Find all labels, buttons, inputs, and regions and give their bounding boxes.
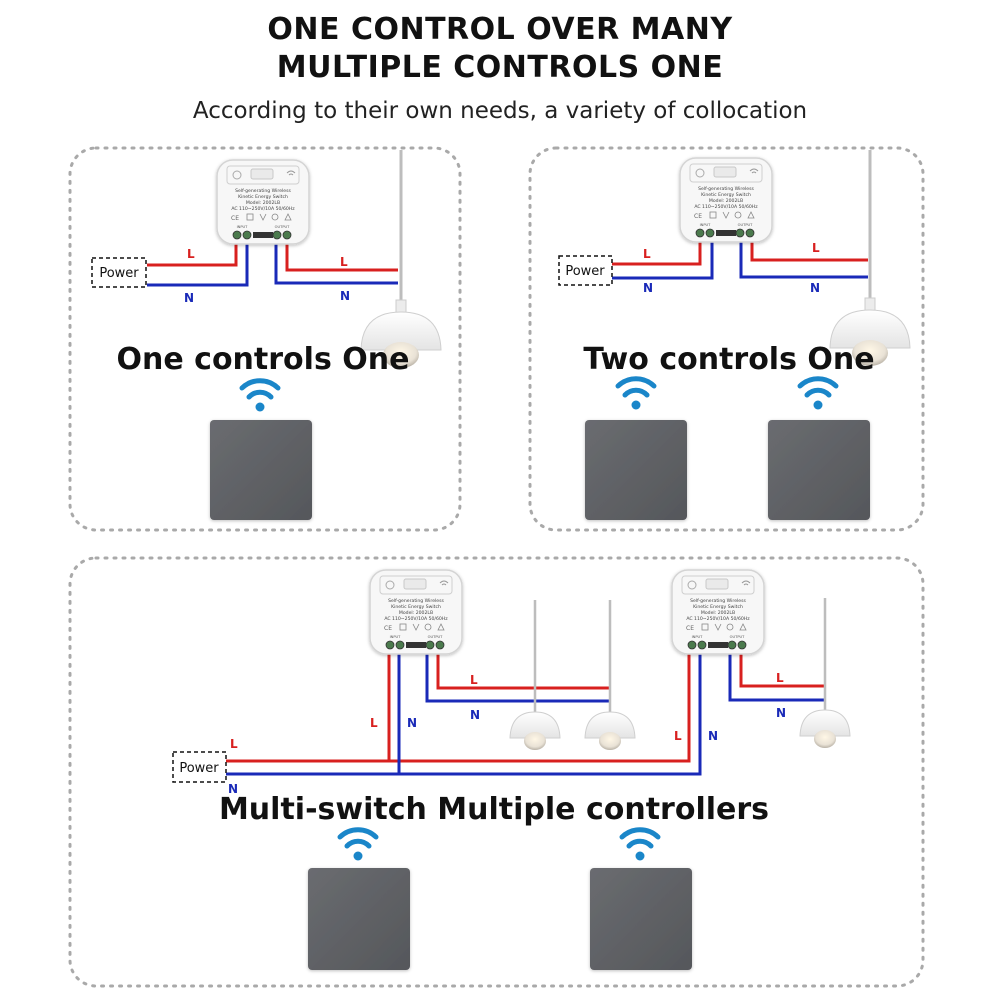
live-wire: [436, 652, 610, 690]
neutral-wire: [728, 652, 825, 702]
neutral-wire: [274, 242, 398, 285]
panel-1-wiring: L N L N Power: [91, 242, 398, 305]
pendant-lamp: [509, 600, 561, 750]
neutral-label: N: [184, 291, 194, 305]
input-label: INPUT: [390, 635, 402, 639]
panel-1-border: [68, 146, 462, 532]
power-source-box: [558, 255, 613, 286]
panel-1-caption: One controls One: [117, 342, 410, 377]
wall-switch: [308, 868, 410, 970]
svg-text:CE: CE: [694, 213, 702, 220]
module-text: Model: 2002LB: [701, 610, 735, 616]
module-text: Kinetic Energy Switch: [701, 192, 751, 198]
svg-text:CE: CE: [384, 625, 392, 632]
output-label: OUTPUT: [730, 635, 745, 639]
panel-2-wiring: L N L N Power: [558, 240, 868, 295]
live-wire: [612, 240, 702, 266]
wifi-icon: [337, 827, 379, 861]
wall-switch: [210, 420, 312, 520]
neutral-label: N: [776, 706, 786, 720]
power-label: Power: [565, 264, 605, 279]
output-label: OUTPUT: [738, 223, 753, 227]
power-label: Power: [179, 761, 219, 776]
live-label: L: [674, 729, 682, 743]
wall-switch: [768, 420, 870, 520]
subtitle: According to their own needs, a variety …: [192, 98, 808, 124]
wifi-icon: [239, 378, 281, 412]
module-text: Model: 2002LB: [399, 610, 433, 616]
pendant-lamp: [829, 150, 911, 366]
module-text: Self-generating Wireless: [698, 186, 754, 192]
neutral-label: N: [708, 729, 718, 743]
switch-module: Self-generating Wireless Kinetic Energy …: [679, 157, 773, 243]
neutral-label: N: [810, 281, 820, 295]
neutral-label: N: [340, 289, 350, 303]
neutral-wire: [147, 242, 249, 287]
module-text: Kinetic Energy Switch: [693, 604, 743, 610]
wifi-icon: [619, 827, 661, 861]
panel-2-caption: Two controls One: [583, 342, 874, 377]
output-label: OUTPUT: [275, 225, 290, 229]
module-text: Self-generating Wireless: [235, 188, 291, 194]
wifi-icon: [615, 376, 657, 410]
module-text: Model: 2002LB: [709, 198, 743, 204]
live-label: L: [340, 255, 348, 269]
wall-switch: [590, 868, 692, 970]
live-label: L: [370, 716, 378, 730]
live-wire: [739, 652, 825, 688]
module-text: Kinetic Energy Switch: [391, 604, 441, 610]
live-label: L: [230, 737, 238, 751]
live-label: L: [187, 247, 195, 261]
svg-text:CE: CE: [686, 625, 694, 632]
module-text: AC 110~250V/10A 50/60Hz: [231, 206, 295, 212]
title-line-2: MULTIPLE CONTROLS ONE: [276, 50, 724, 85]
live-label: L: [776, 671, 784, 685]
input-label: INPUT: [237, 225, 249, 229]
neutral-wire: [226, 652, 702, 776]
neutral-label: N: [470, 708, 480, 722]
live-wire: [226, 652, 691, 763]
input-label: INPUT: [700, 223, 712, 227]
module-text: Model: 2002LB: [246, 200, 280, 206]
neutral-label: N: [643, 281, 653, 295]
neutral-wire: [425, 652, 610, 703]
svg-text:CE: CE: [231, 215, 239, 222]
live-wire: [285, 242, 398, 272]
switch-module: Self-generating Wireless Kinetic Energy …: [216, 159, 310, 245]
module-text: AC 110~250V/10A 50/60Hz: [384, 616, 448, 622]
live-label: L: [812, 241, 820, 255]
neutral-label: N: [407, 716, 417, 730]
switch-module: Self-generating Wireless Kinetic Energy …: [369, 569, 463, 655]
live-label: L: [643, 247, 651, 261]
wifi-icon: [797, 376, 839, 410]
module-text: Self-generating Wireless: [690, 598, 746, 604]
switch-module: Self-generating Wireless Kinetic Energy …: [671, 569, 765, 655]
live-label: L: [470, 673, 478, 687]
module-text: AC 110~250V/10A 50/60Hz: [686, 616, 750, 622]
neutral-label: N: [228, 782, 238, 796]
pendant-lamp: [360, 150, 442, 368]
live-wire: [147, 242, 238, 267]
power-label: Power: [99, 266, 139, 281]
panel-3-wiring: L N L N L N L N L N Power: [172, 652, 825, 796]
input-label: INPUT: [692, 635, 704, 639]
power-source-box: [172, 751, 227, 783]
module-text: Self-generating Wireless: [388, 598, 444, 604]
wall-switch: [585, 420, 687, 520]
neutral-wire: [739, 240, 868, 279]
panel-3-border: [68, 556, 925, 988]
neutral-wire: [612, 240, 714, 280]
pendant-lamp: [799, 598, 851, 748]
module-text: Kinetic Energy Switch: [238, 194, 288, 200]
module-text: AC 110~250V/10A 50/60Hz: [694, 204, 758, 210]
title-line-1: ONE CONTROL OVER MANY: [267, 12, 733, 47]
panel-2-border: [528, 146, 925, 532]
power-source-box: [91, 257, 147, 288]
live-wire: [750, 240, 868, 262]
output-label: OUTPUT: [428, 635, 443, 639]
panel-3-caption: Multi-switch Multiple controllers: [219, 792, 769, 827]
pendant-lamp: [584, 600, 636, 750]
